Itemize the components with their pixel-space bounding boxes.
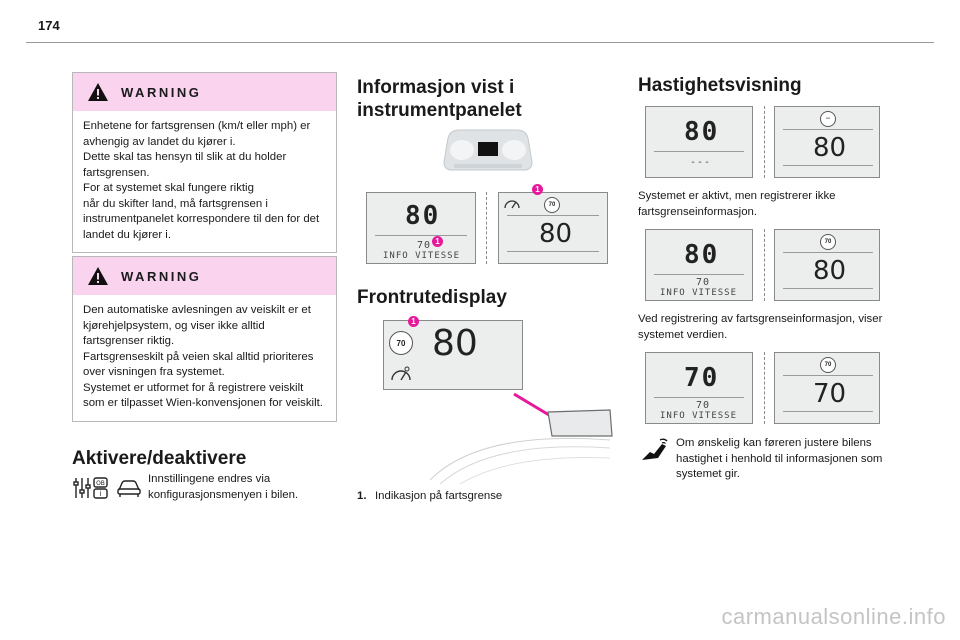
car-icon xyxy=(117,480,141,497)
top-rule xyxy=(26,42,934,43)
hud-display: 70 80 xyxy=(383,320,523,390)
display-divider xyxy=(486,192,487,264)
state3-display-right: 70 70 xyxy=(774,352,880,424)
display-small-value: 70 xyxy=(696,400,711,411)
display-speed: 80 xyxy=(539,219,573,249)
hud-speed: 80 xyxy=(432,323,478,364)
display-speed: 80 xyxy=(684,240,720,270)
warning-title: WARNING xyxy=(121,84,202,100)
hand-touch-icon xyxy=(642,438,668,460)
warning-title: WARNING xyxy=(121,268,202,284)
state2-text: Ved registrering av fartsgrenseinformasj… xyxy=(638,313,883,341)
display-placeholder: --- xyxy=(690,157,712,168)
display-separator xyxy=(507,215,599,216)
callout-marker: 1 xyxy=(408,316,419,327)
display-separator xyxy=(783,288,873,289)
display-divider xyxy=(764,229,765,301)
state1-display-right: -- 80 xyxy=(774,106,880,178)
display-separator xyxy=(507,251,599,252)
state3-display-left: 70 70 INFO VITESSE xyxy=(645,352,753,424)
display-separator xyxy=(783,252,873,253)
warning-header: WARNING xyxy=(73,73,336,111)
display-small-value: 70 xyxy=(696,277,711,288)
callout-marker: 1 xyxy=(532,184,543,195)
display-separator xyxy=(783,129,873,130)
speedometer-icon xyxy=(391,366,411,381)
speed-limit-sign: 70 xyxy=(544,197,560,213)
display-caption: INFO VITESSE xyxy=(383,251,461,261)
display-speed: 80 xyxy=(684,117,720,147)
display-speed: 80 xyxy=(405,201,441,231)
hud-heading: Frontrutedisplay xyxy=(357,287,507,308)
speedometer-icon xyxy=(504,200,520,209)
display-separator xyxy=(783,375,873,376)
speed-limit-sign: 70 xyxy=(820,357,836,373)
speed-display-heading: Hastighetsvisning xyxy=(638,75,802,96)
display-separator xyxy=(654,151,744,152)
svg-text:i: i xyxy=(100,490,102,498)
display-separator xyxy=(783,165,873,166)
warning-box-automatic-reading: WARNING Den automatiske avlesningen av v… xyxy=(72,256,337,422)
display-speed: 70 xyxy=(684,363,720,393)
activate-heading: Aktivere/deaktivere xyxy=(72,448,247,469)
legend-number: 1. xyxy=(357,490,367,502)
speed-limit-sign: 70 xyxy=(389,331,413,355)
display-divider xyxy=(764,352,765,424)
display-small-value: 70 xyxy=(417,240,432,251)
warning-triangle-icon xyxy=(88,83,108,101)
instrument-display-right: 70 80 xyxy=(498,192,608,264)
warning-text: Den automatiske avlesningen av veiskilt … xyxy=(83,304,323,409)
note-text-content: Om ønskelig kan føreren justere bilens h… xyxy=(676,437,883,480)
instrument-cluster-illustration xyxy=(443,129,533,171)
state1-display-left: 80 --- xyxy=(645,106,753,178)
display-speed: 80 xyxy=(813,133,847,163)
warning-box-units: WARNING Enhetene for fartsgrensen (km/t … xyxy=(72,72,337,253)
speed-limit-sign: -- xyxy=(820,111,836,127)
display-separator xyxy=(654,274,744,275)
display-caption: INFO VITESSE xyxy=(660,411,738,421)
warning-header: WARNING xyxy=(73,257,336,295)
page-number: 174 xyxy=(38,18,60,33)
display-caption: INFO VITESSE xyxy=(660,288,738,298)
warning-triangle-icon xyxy=(88,267,108,285)
display-divider xyxy=(764,106,765,178)
state2-display-right: 70 80 xyxy=(774,229,880,301)
speed-limit-sign: 70 xyxy=(820,234,836,250)
state2-display-left: 80 70 INFO VITESSE xyxy=(645,229,753,301)
warning-body: Enhetene for fartsgrensen (km/t eller mp… xyxy=(73,111,336,252)
activate-text: Innstillingene endres via konfigurasjons… xyxy=(148,473,299,501)
state1-text: Systemet er aktivt, men registrerer ikke… xyxy=(638,190,836,218)
svg-text:OB: OB xyxy=(96,480,105,487)
windshield-illustration xyxy=(429,392,613,485)
watermark: carmanualsonline.info xyxy=(721,604,946,629)
display-separator xyxy=(783,411,873,412)
display-separator xyxy=(375,235,467,236)
legend-text: Indikasjon på fartsgrense xyxy=(375,490,503,502)
instrument-heading-text: Informasjon vist i instrumentpanelet xyxy=(357,77,522,121)
warning-body: Den automatiske avlesningen av veiskilt … xyxy=(73,295,336,421)
warning-text: Enhetene for fartsgrensen (km/t eller mp… xyxy=(83,120,320,241)
instrument-heading: Informasjon vist i instrumentpanelet xyxy=(357,76,522,122)
instrument-display-left: 80 70 INFO VITESSE xyxy=(366,192,476,264)
display-separator xyxy=(654,397,744,398)
settings-sliders-icon: OB i xyxy=(73,477,108,499)
callout-marker: 1 xyxy=(432,236,443,247)
display-speed: 70 xyxy=(813,379,847,409)
note-text: Om ønskelig kan føreren justere bilens h… xyxy=(676,436,882,483)
display-speed: 80 xyxy=(813,256,847,286)
